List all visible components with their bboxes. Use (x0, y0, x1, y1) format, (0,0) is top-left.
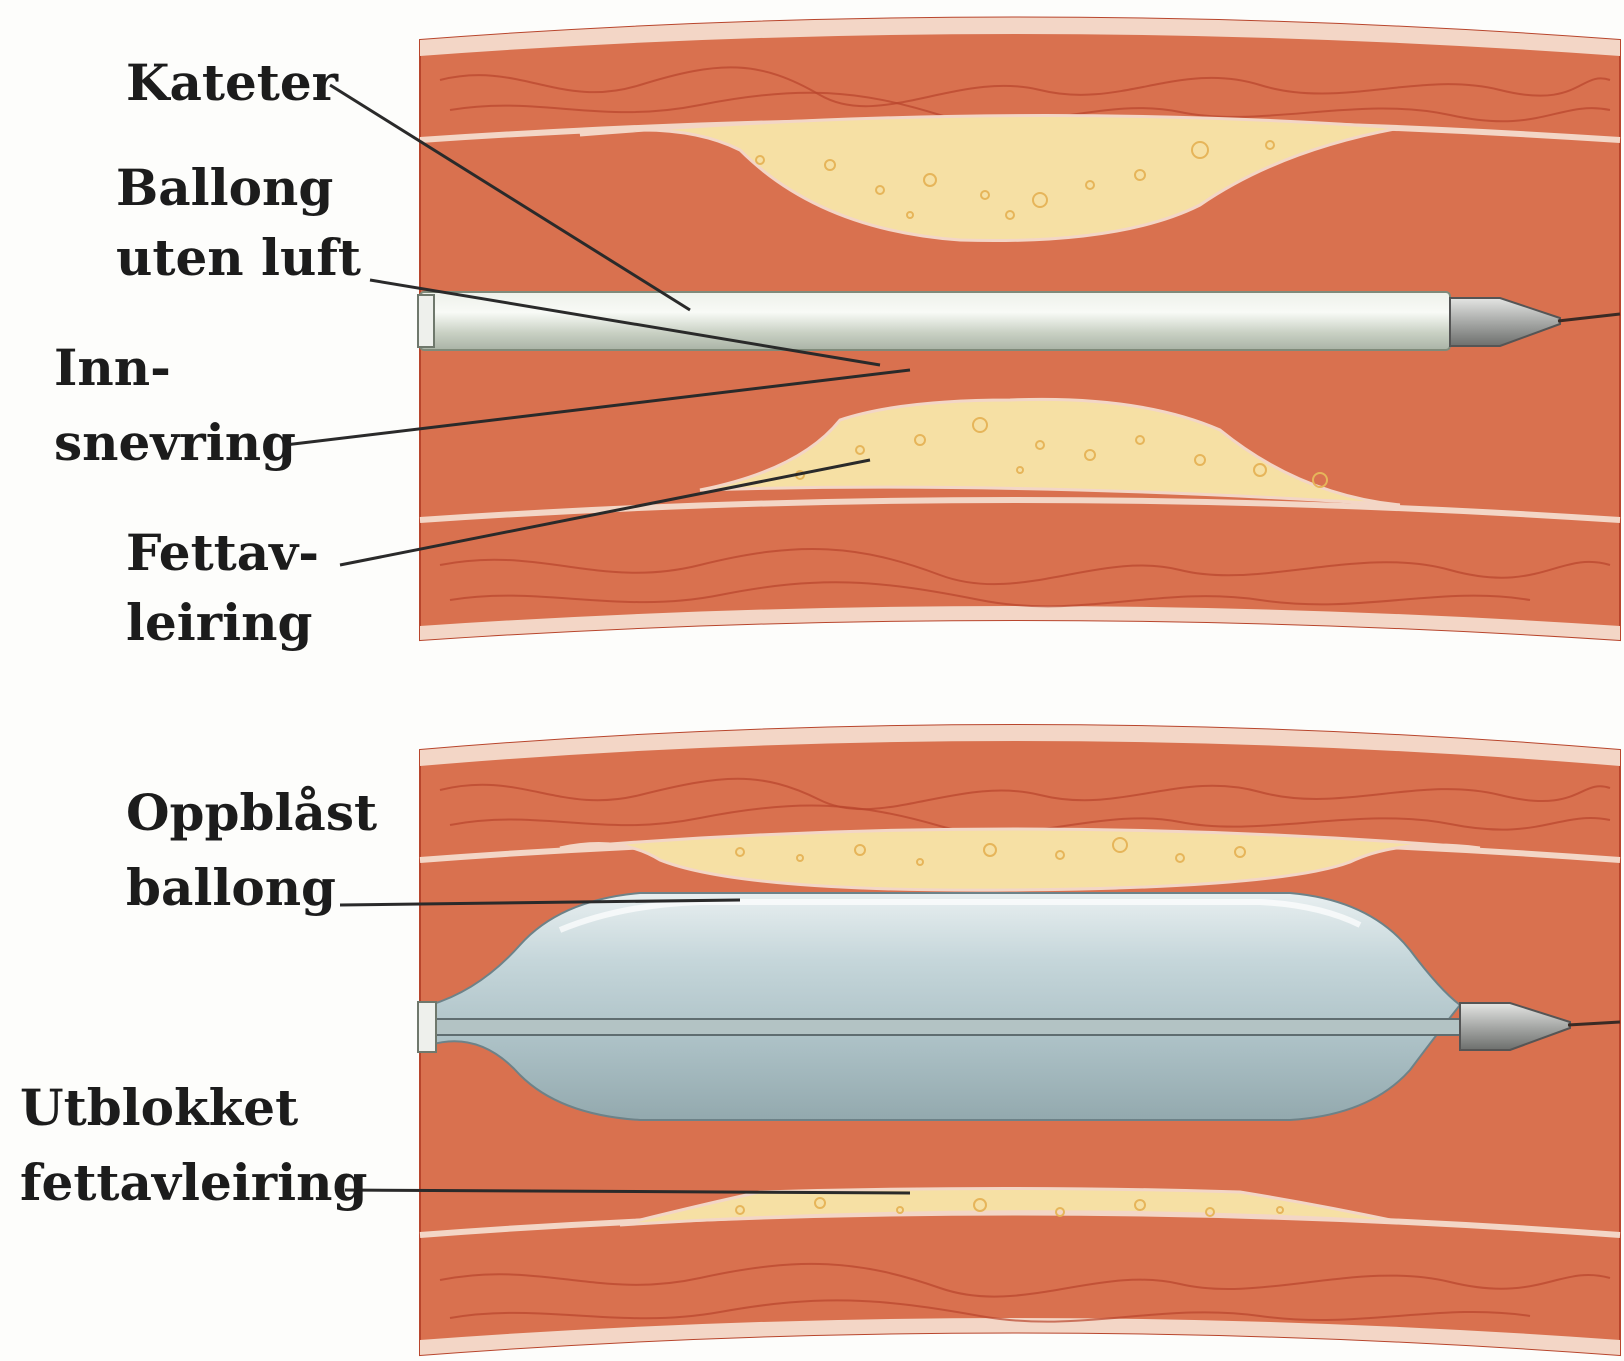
label-fat-deposit-line2: leiring (126, 593, 312, 652)
label-inflated-balloon-line1: Oppblåst (126, 783, 377, 842)
label-narrowing-line2: snevring (54, 413, 296, 472)
bottom-catheter-shaft (420, 1019, 1460, 1035)
label-deflated-balloon-line2: uten luft (116, 228, 361, 287)
bottom-vessel-panel (418, 725, 1620, 1355)
label-inflated-balloon-line2: ballong (126, 858, 336, 917)
label-compressed-deposit-line2: fettavleiring (20, 1153, 367, 1212)
top-catheter-end-cap (418, 295, 434, 347)
label-fat-deposit-line1: Fettav- (126, 523, 319, 582)
inflated-balloon (430, 893, 1460, 1120)
top-catheter-shaft (420, 292, 1450, 350)
bottom-catheter-end-cap (418, 1002, 436, 1052)
top-vessel-panel (418, 18, 1620, 641)
labels: Kateter Ballong uten luft Inn- snevring … (20, 53, 377, 1212)
label-narrowing-line1: Inn- (54, 338, 171, 397)
label-compressed-deposit-line1: Utblokket (20, 1078, 298, 1137)
label-catheter: Kateter (126, 53, 339, 112)
label-deflated-balloon-line1: Ballong (116, 158, 333, 217)
